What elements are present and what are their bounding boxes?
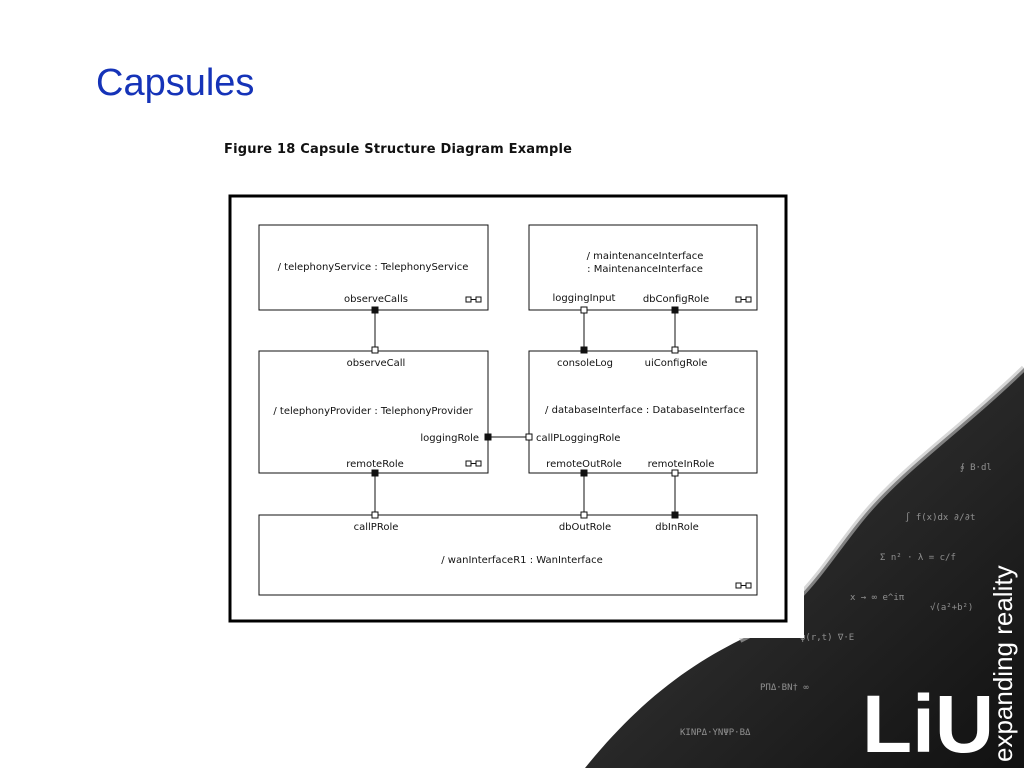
- port-label-ui-config-role: uiConfigRole: [645, 358, 708, 369]
- port-observe-calls-square: [372, 307, 378, 313]
- capsule-label-maintenance-line1: / maintenanceInterface: [587, 251, 704, 262]
- capsule-label-telephony-provider: / telephonyProvider : TelephonyProvider: [273, 406, 473, 417]
- port-call-p-role-square: [372, 512, 378, 518]
- port-label-db-out-role: dbOutRole: [559, 522, 611, 533]
- port-label-call-p-role: callPRole: [354, 522, 399, 533]
- port-label-logging-input: loggingInput: [553, 293, 616, 304]
- port-db-in-role-square: [672, 512, 678, 518]
- port-label-remote-role: remoteRole: [346, 459, 404, 470]
- port-observe-call-square: [372, 347, 378, 353]
- port-logging-input-square: [581, 307, 587, 313]
- port-label-db-in-role: dbInRole: [655, 522, 699, 533]
- port-ui-config-role-square: [672, 347, 678, 353]
- port-remote-out-role-square: [581, 470, 587, 476]
- capsule-label-wan-interface: / wanInterfaceR1 : WanInterface: [441, 555, 602, 566]
- port-remote-in-role-square: [672, 470, 678, 476]
- port-remote-role-square: [372, 470, 378, 476]
- capsule-label-database-interface: / databaseInterface : DatabaseInterface: [545, 405, 745, 416]
- port-label-logging-role: loggingRole: [420, 433, 479, 444]
- port-label-console-log: consoleLog: [557, 358, 613, 369]
- capsule-label-maintenance-line2: : MaintenanceInterface: [587, 264, 703, 275]
- port-db-out-role-square: [581, 512, 587, 518]
- port-label-db-config-role: dbConfigRole: [643, 294, 709, 305]
- port-label-remote-out-role: remoteOutRole: [546, 459, 622, 470]
- capsule-label-telephony-service: / telephonyService : TelephonyService: [278, 262, 469, 273]
- port-console-log-square: [581, 347, 587, 353]
- port-db-config-role-square: [672, 307, 678, 313]
- port-call-p-logging-role-square: [526, 434, 532, 440]
- port-logging-role-square: [485, 434, 491, 440]
- port-label-observe-call: observeCall: [347, 358, 406, 369]
- port-label-observe-calls: observeCalls: [344, 294, 408, 305]
- port-label-remote-in-role: remoteInRole: [648, 459, 715, 470]
- port-label-call-p-logging-role: callPLoggingRole: [536, 433, 620, 444]
